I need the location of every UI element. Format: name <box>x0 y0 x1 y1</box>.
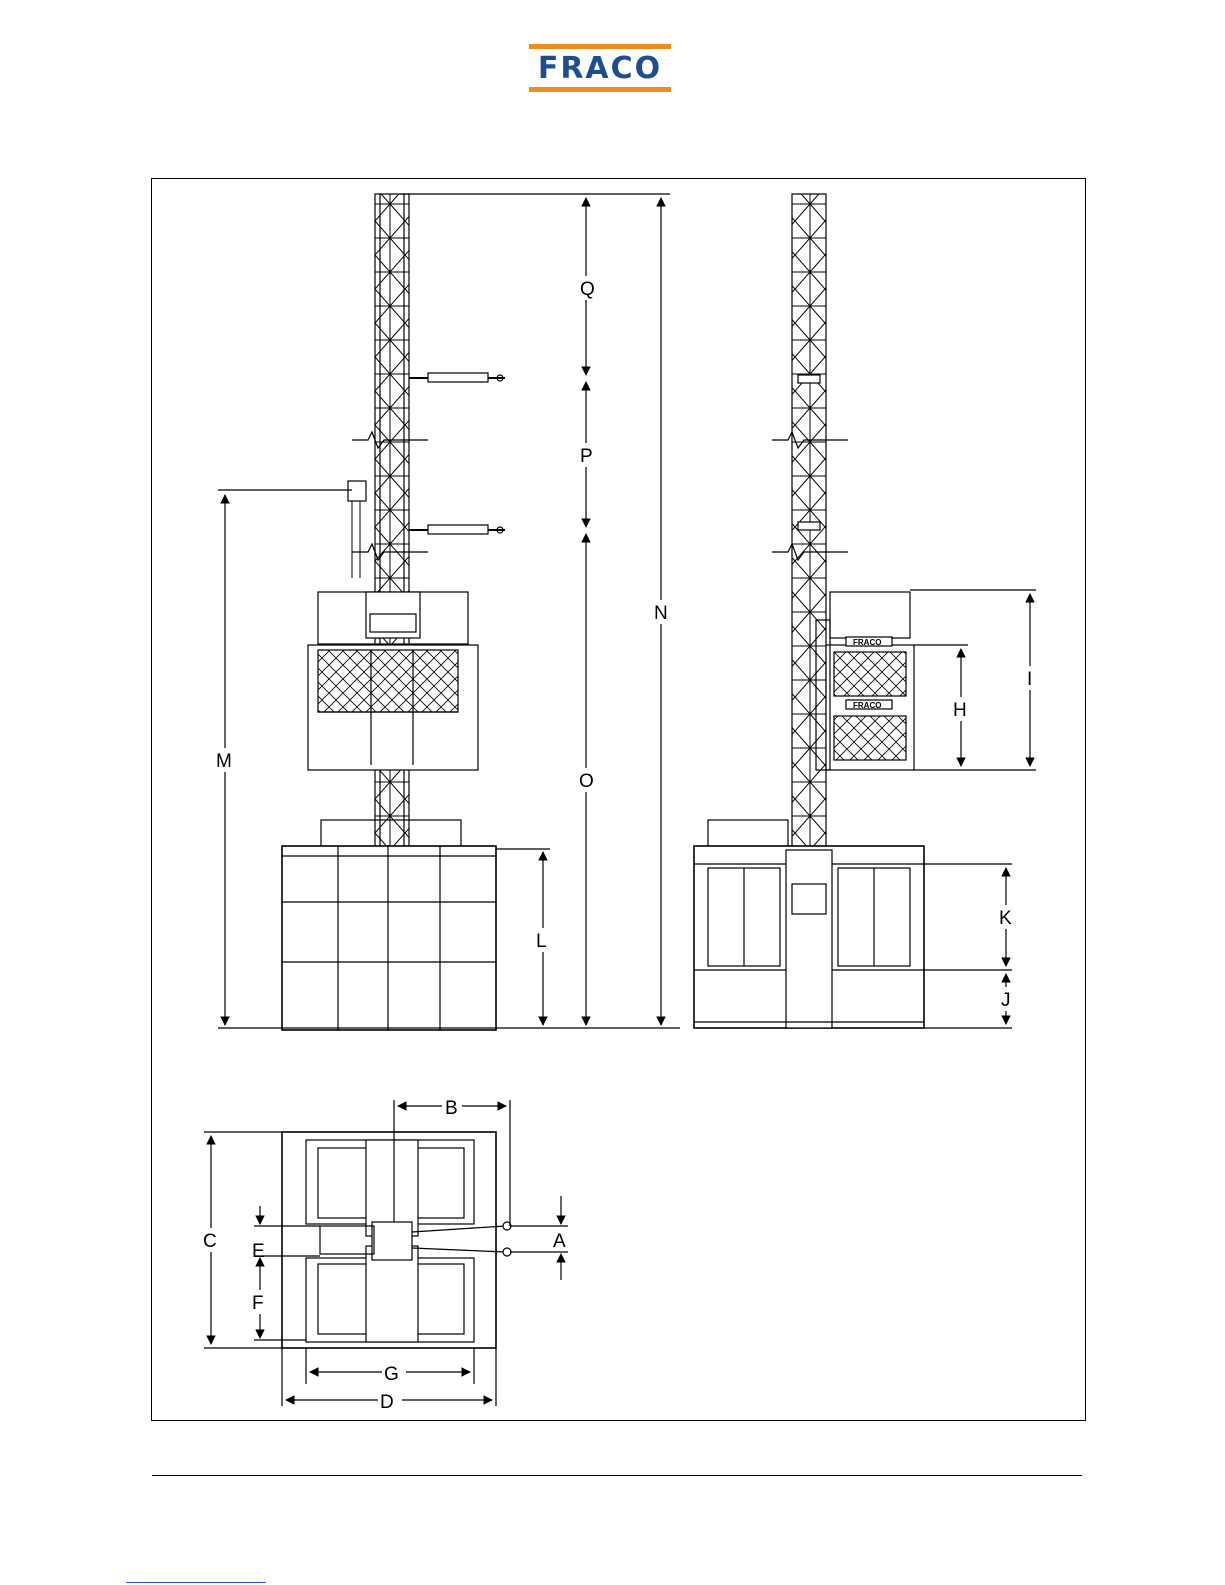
label-e: E <box>252 1241 265 1262</box>
label-a: A <box>553 1231 566 1252</box>
label-f: F <box>252 1293 264 1314</box>
label-d: D <box>380 1392 394 1413</box>
side-elevation <box>694 194 1036 1028</box>
label-k: K <box>999 908 1012 929</box>
label-c: C <box>203 1231 217 1252</box>
label-i: I <box>1027 669 1032 690</box>
label-h: H <box>953 700 967 721</box>
plan-wall-tie <box>412 1226 505 1252</box>
side-base-enclosure <box>694 820 924 1028</box>
cage-plate-lower: FRACO <box>853 701 881 710</box>
wall-tie-lower <box>409 525 505 534</box>
label-q: Q <box>580 279 595 300</box>
label-l: L <box>536 931 547 952</box>
front-elevation <box>218 194 680 1030</box>
front-base-enclosure <box>282 820 496 1030</box>
label-j: J <box>1001 990 1011 1011</box>
label-p: P <box>580 446 593 467</box>
cage-plate-upper: FRACO <box>853 638 881 647</box>
label-m: M <box>216 751 232 772</box>
page-link-underline <box>126 1582 266 1583</box>
front-upper-cage <box>308 592 478 770</box>
side-upper-cage <box>816 592 914 770</box>
dimension-labels: Q P N O M L I H K J B C E F A G D <box>201 276 1038 1413</box>
wall-tie-upper <box>409 373 505 382</box>
plan-mast <box>372 1222 412 1260</box>
label-o: O <box>579 771 594 792</box>
label-g: G <box>384 1364 399 1385</box>
cable-box <box>348 481 366 501</box>
label-b: B <box>445 1098 458 1119</box>
label-n: N <box>654 603 668 624</box>
footer-rule <box>152 1475 1082 1476</box>
